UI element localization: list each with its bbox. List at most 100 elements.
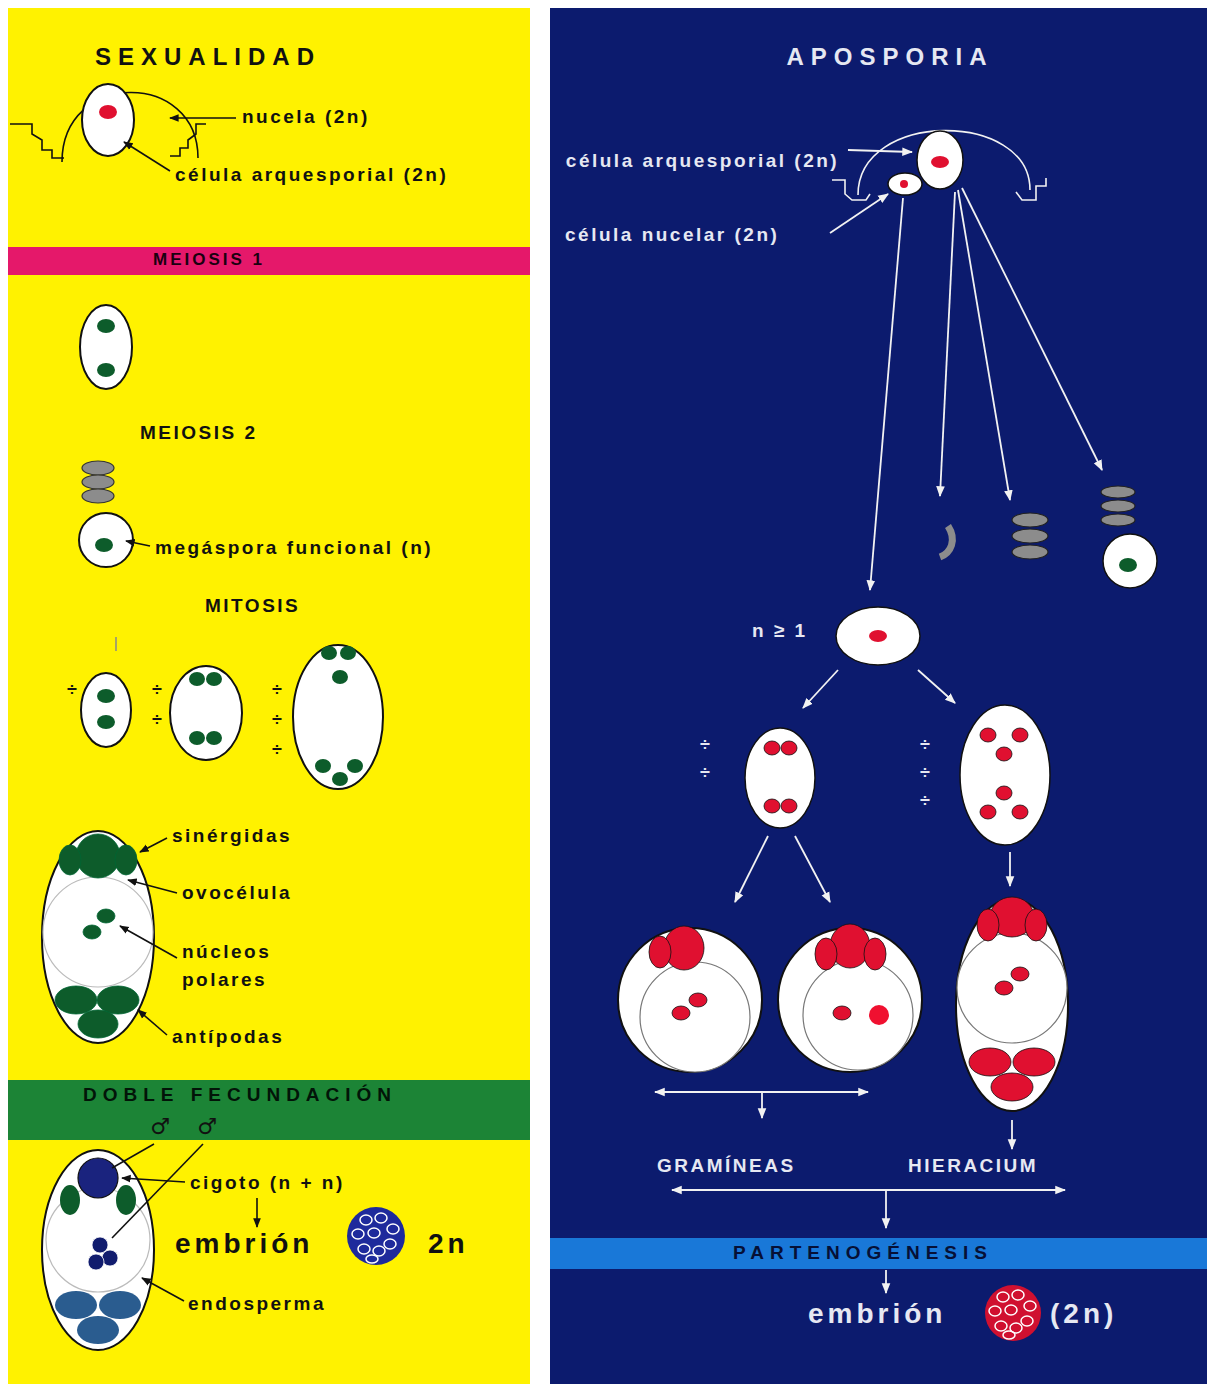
leader-line — [128, 880, 177, 893]
nucleus — [1025, 909, 1047, 941]
nucleus — [996, 747, 1012, 761]
development-arrow — [940, 192, 955, 496]
division-symbol: ÷ — [700, 732, 710, 758]
degenerate-megaspore — [1012, 513, 1048, 527]
leader-line — [256, 1198, 258, 1227]
synergid — [116, 1185, 136, 1215]
part-label: núcleos polares — [182, 938, 307, 993]
nucleus — [1012, 728, 1028, 742]
stage-band: PARTENOGÉNESIS — [550, 1238, 1207, 1269]
endosperm-nucleus — [88, 1254, 104, 1270]
nucleus — [332, 772, 348, 786]
development-arrow — [885, 1190, 887, 1228]
leader-line — [126, 541, 150, 546]
nucleus — [649, 897, 1055, 1101]
tick-mark — [115, 637, 117, 651]
sperm-path — [112, 1144, 154, 1168]
embryo — [997, 1292, 1009, 1302]
nucleus — [900, 180, 908, 188]
nucleus — [781, 799, 797, 813]
ploidy-label: (2n) — [1050, 1294, 1117, 1335]
development-arrow — [1009, 852, 1011, 886]
degenerate-cell — [940, 526, 952, 557]
central-cell — [957, 933, 1067, 1043]
embryo — [1005, 1305, 1017, 1315]
division-symbol: ÷ — [700, 760, 710, 786]
nucleus — [869, 1005, 889, 1025]
leader-line — [138, 1010, 167, 1035]
nucleus — [97, 715, 115, 729]
embryo-sac — [42, 831, 154, 1043]
leader-line — [830, 194, 888, 233]
part-label: cigoto (n + n) — [190, 1169, 345, 1197]
nucleus — [332, 670, 348, 684]
nucleus — [189, 672, 205, 686]
nucleus — [97, 646, 363, 786]
nucleus — [931, 156, 949, 168]
endosperm-nucleus — [92, 1237, 108, 1253]
dividing-cell — [293, 645, 383, 789]
nucleus — [97, 986, 139, 1014]
nucleus — [991, 1073, 1033, 1101]
nucleus — [1012, 805, 1028, 819]
nucleus — [764, 728, 1028, 819]
panel-ground — [8, 8, 530, 1384]
archesporial-cell — [917, 131, 963, 189]
nucleus — [980, 728, 996, 742]
embryo — [373, 1246, 385, 1256]
nucleus — [781, 741, 797, 755]
embryo — [375, 1213, 387, 1223]
zygote — [78, 1158, 118, 1198]
panel-heading: APOSPORIA — [786, 40, 993, 75]
division-symbol: ÷ — [272, 737, 282, 763]
antipodal-cell — [99, 1291, 141, 1319]
leader-line — [848, 150, 912, 152]
leader-line — [170, 117, 236, 119]
part-label: nucela (2n) — [242, 103, 370, 131]
degenerate-megaspore — [82, 461, 114, 503]
embryo-sac — [42, 1150, 154, 1350]
degenerate-megaspore — [82, 475, 114, 489]
degenerate-megaspore — [82, 461, 114, 475]
antipodal-cell — [77, 1316, 119, 1344]
embryo — [989, 1290, 1036, 1339]
degenerate-megaspore — [1012, 545, 1048, 559]
nucleus — [315, 759, 331, 773]
ovule — [832, 131, 1046, 200]
embryo — [989, 1306, 1001, 1316]
dividing-cell — [745, 728, 815, 828]
nucleus — [97, 689, 115, 703]
nucleus — [55, 986, 97, 1014]
embryo — [985, 1285, 1041, 1341]
dividing-cell — [960, 705, 1050, 845]
leader-line — [142, 1278, 184, 1301]
stage-name: DOBLE FECUNDACIÓN — [83, 1081, 397, 1109]
development-arrow — [803, 670, 838, 708]
nucleus — [864, 938, 886, 970]
embryo — [366, 1255, 378, 1263]
development-arrow — [885, 1270, 887, 1293]
nucleus — [689, 993, 707, 1007]
development-arrow — [761, 1092, 763, 1118]
embryo — [358, 1244, 370, 1254]
degenerate-megaspore — [82, 489, 114, 503]
nucleus — [97, 319, 115, 377]
nucleus — [1011, 967, 1029, 981]
part-label: ovocélula — [182, 879, 292, 907]
nucleus — [980, 805, 996, 819]
embryo — [347, 1207, 405, 1265]
embryo — [1012, 1290, 1024, 1300]
nucleus — [206, 731, 222, 745]
antipodal-cell — [55, 1291, 141, 1344]
stage-name: MEIOSIS 1 — [153, 248, 265, 273]
degenerate-megaspore — [1012, 529, 1048, 543]
nucellar-cell — [888, 173, 922, 195]
leader-line — [124, 142, 170, 171]
range-arrow — [672, 1189, 1065, 1191]
nucleus — [115, 845, 137, 875]
nucleus — [99, 105, 117, 119]
endosperm-nucleus — [102, 1250, 118, 1266]
development-arrow — [735, 188, 1102, 1293]
